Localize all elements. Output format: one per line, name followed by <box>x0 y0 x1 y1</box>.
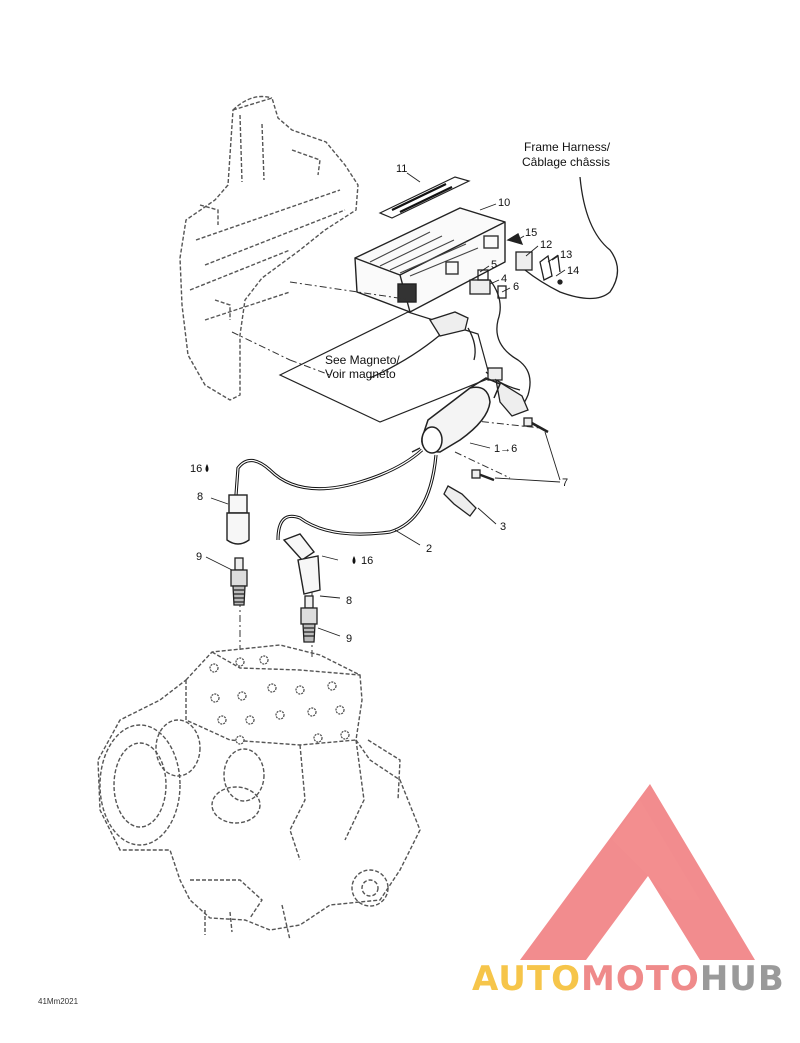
engine-illustration <box>97 644 421 941</box>
callout-11: 11 <box>396 163 407 175</box>
svg-text:Frame Harness/: Frame Harness/ <box>524 140 611 154</box>
magneto-connector <box>369 311 476 379</box>
svg-text:See Magneto/: See Magneto/ <box>325 353 400 367</box>
spark-plug-cables <box>234 448 438 541</box>
spark-plug-left <box>230 557 248 606</box>
oil-tank-illustration <box>179 95 359 401</box>
callout-4: 4 <box>501 273 507 285</box>
callout-9-right: 9 <box>346 633 352 645</box>
callout-9-left: 9 <box>196 551 202 563</box>
callout-2: 2 <box>426 543 432 555</box>
lubricant-drop-icons <box>205 464 356 564</box>
callout-8-left: 8 <box>197 491 203 503</box>
svg-text:Câblage châssis: Câblage châssis <box>522 155 610 169</box>
callout-leaders <box>205 172 566 637</box>
spark-plug-cap-left <box>226 494 250 545</box>
callout-3: 3 <box>500 521 506 533</box>
decal-label <box>378 176 471 219</box>
callout-14: 14 <box>567 265 579 277</box>
callout-7: 7 <box>562 477 568 489</box>
callout-6: 6 <box>513 281 519 293</box>
svg-text:AUTOMOTOHUB: AUTOMOTOHUB <box>472 959 785 999</box>
wiring-harness <box>469 279 531 417</box>
watermark-auto: AUTO <box>472 959 581 999</box>
callout-12: 12 <box>540 239 552 251</box>
callout-13: 13 <box>560 249 572 261</box>
spark-plug-right <box>300 595 318 643</box>
cylinder-head-bolts <box>209 655 350 745</box>
watermark-moto: MOTO <box>581 959 700 999</box>
callout-15: 15 <box>525 227 537 239</box>
callout-5: 5 <box>491 259 497 271</box>
callout-numbers: 11 10 15 12 13 14 5 4 6 1→6 7 16 8 9 2 3… <box>190 163 579 645</box>
cdi-module <box>354 207 506 313</box>
watermark-logo: AUTOMOTOHUB <box>472 784 785 999</box>
svg-text:Voir magnéto: Voir magnéto <box>325 367 396 381</box>
magneto-reference-outline <box>278 311 491 423</box>
frame-harness-annotation: Frame Harness/ Câblage châssis <box>522 140 611 169</box>
coil-screws <box>471 417 549 482</box>
spark-plug-cap-right <box>282 533 321 595</box>
magneto-annotation: See Magneto/ Voir magnéto <box>325 353 400 381</box>
callout-16-left: 16 <box>190 463 202 475</box>
callout-1-6: 1→6 <box>494 443 517 455</box>
callout-8-right: 8 <box>346 595 352 607</box>
watermark-triangle <box>520 784 755 960</box>
watermark-hub: HUB <box>700 959 785 999</box>
ignition-coil <box>411 377 501 454</box>
drawing-code: 41Mm2021 <box>38 997 79 1006</box>
callout-10: 10 <box>498 197 510 209</box>
sensor-part <box>443 485 477 517</box>
callout-16-right: 16 <box>361 555 373 567</box>
